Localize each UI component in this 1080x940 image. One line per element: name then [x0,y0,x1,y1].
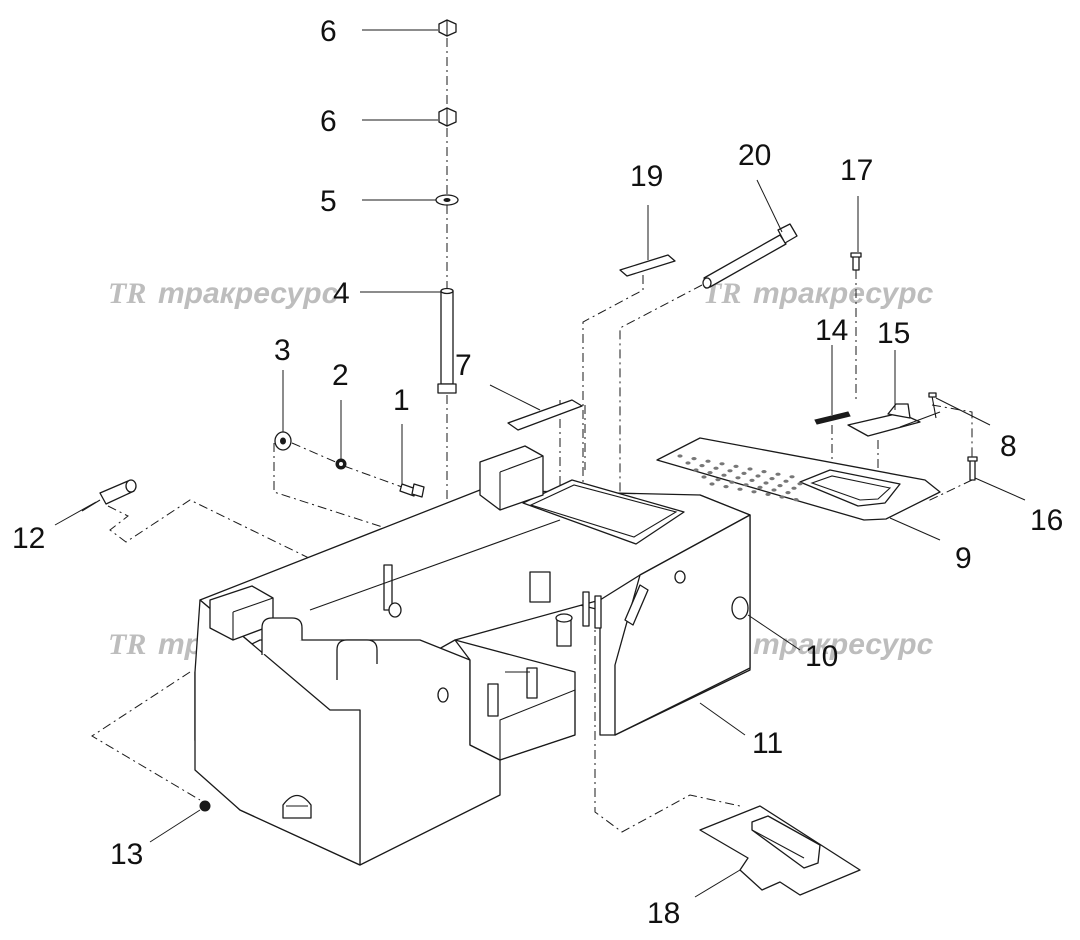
perforation-hole [691,457,697,461]
perforation-hole [705,459,711,463]
perforation-hole [715,478,721,482]
callout-7: 7 [455,349,472,382]
perforation-hole [779,495,785,499]
perforation-hole [777,484,783,488]
perforation-hole [699,464,705,468]
bracket-plate-18 [699,805,861,896]
watermark-text: тракресурс [753,277,934,310]
nut-6-top [438,19,457,37]
perforation-hole [751,490,757,494]
callout-20: 20 [738,139,771,172]
perforation-hole [719,462,725,466]
perforation-hole [707,471,713,475]
perforation-hole [755,474,761,478]
plug-13 [199,800,211,812]
perforation-hole [757,485,763,489]
perforation-hole [729,480,735,484]
watermark-text: тракресурс [753,628,934,661]
watermark-logo: TR [108,277,146,310]
plug-10 [731,596,749,620]
perforation-hole [677,454,683,458]
callout-10: 10 [805,640,838,673]
callout-11: 11 [752,727,783,760]
callout-8: 8 [1000,430,1017,463]
callout-19: 19 [630,160,663,193]
housing-11 [194,445,751,866]
screw-8 [928,392,937,419]
perforation-hole [765,492,771,496]
seal-14 [814,411,851,425]
pin-20 [702,223,798,289]
screw-16 [967,456,978,481]
perforation-hole [785,491,791,495]
perforation-hole [693,468,699,472]
stud-4 [437,287,457,394]
callout-13: 13 [110,838,143,871]
washer-3 [274,431,292,451]
callout-2: 2 [332,359,349,392]
callout-5: 5 [320,185,337,218]
perforation-hole [769,477,775,481]
callout-1: 1 [393,384,410,417]
perforation-hole [685,461,691,465]
nut-6-lower [438,107,457,127]
watermark-logo: TR [108,628,146,661]
perforation-hole [761,470,767,474]
perforation-hole [733,464,739,468]
callout-6-lower: 6 [320,105,337,138]
callout-16: 16 [1030,504,1063,537]
perforation-hole [789,475,795,479]
callout-12: 12 [12,522,45,555]
handle-grip-12 [81,479,137,512]
perforation-hole [743,483,749,487]
callout-3: 3 [274,334,291,367]
watermark-2: TR тракресурс [703,277,934,310]
perforation-hole [741,471,747,475]
watermark-1: TR тракресурс [108,277,339,310]
perforation-hole [775,472,781,476]
callout-4: 4 [333,277,350,310]
perforation-hole [723,485,729,489]
lock-washer-2 [335,458,347,470]
plate-15 [847,403,941,437]
callout-15: 15 [877,317,910,350]
bolt-17 [850,252,862,271]
strip-19 [619,254,676,277]
perforation-hole [791,486,797,490]
perforation-hole [749,478,755,482]
callout-9: 9 [955,542,972,575]
strip-7 [507,399,583,431]
perforation-hole [721,473,727,477]
floor-plate-9 [656,437,941,521]
callout-17: 17 [840,154,873,187]
perforation-hole [709,482,715,486]
perforation-hole [771,488,777,492]
callout-6-top: 6 [320,15,337,48]
perforation-hole [747,467,753,471]
perforation-hole [701,475,707,479]
perforation-hole [735,476,741,480]
callout-14: 14 [815,314,848,347]
perforation-hole [727,469,733,473]
callout-labels: 6 6 5 4 3 2 1 7 19 20 17 14 15 8 16 9 12… [12,15,1063,930]
perforation-hole [793,498,799,502]
perforation-hole [713,466,719,470]
callout-18: 18 [647,897,680,930]
perforation-hole [737,487,743,491]
leader-lines [54,29,1026,898]
watermark-text: тракресурс [158,277,339,310]
floor-plate-9-holes [677,454,803,502]
perforation-hole [797,482,803,486]
washer-5 [435,194,459,206]
perforation-hole [783,479,789,483]
perforation-hole [763,481,769,485]
bolt-1 [399,483,425,498]
